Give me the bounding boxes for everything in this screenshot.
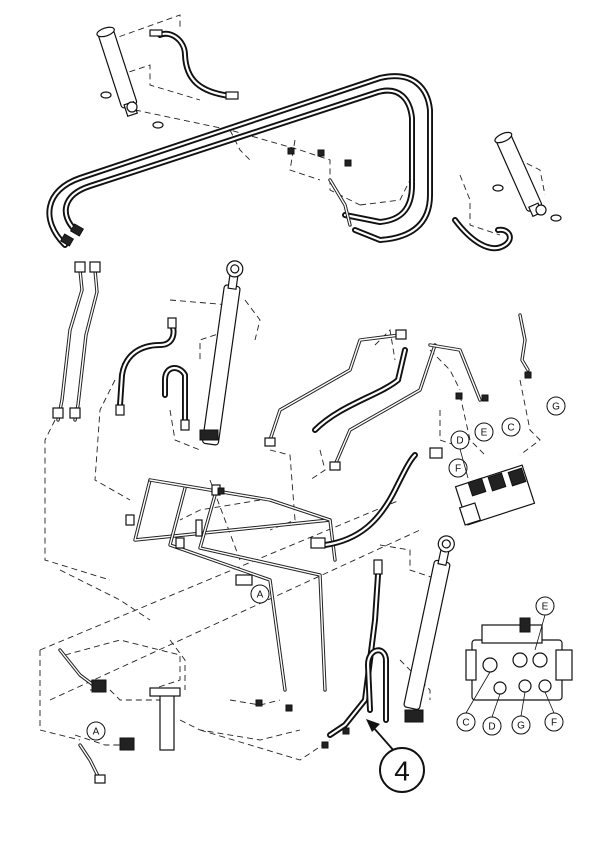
callout-g-valve: G: [511, 715, 531, 735]
callout-c-valve: C: [456, 712, 476, 732]
svg-text:D: D: [488, 722, 495, 733]
middle-left-hoses: [115, 317, 190, 431]
control-valve-lower: [465, 617, 573, 701]
cylinder-middle: [199, 260, 244, 446]
svg-text:C: C: [507, 423, 514, 434]
svg-text:F: F: [551, 718, 557, 729]
svg-text:E: E: [542, 602, 549, 613]
cylinder-lower-right: [403, 535, 455, 723]
dashed-connection-lines: [39, 14, 546, 761]
reference-arrow: [366, 719, 396, 753]
cylinder-top-left: [96, 26, 164, 129]
svg-text:D: D: [456, 436, 463, 447]
central-bracket-tubes: [125, 478, 337, 692]
callout-f-upper: F: [448, 458, 468, 478]
callout-e-upper: E: [474, 422, 494, 442]
callout-a-lower: A: [86, 721, 106, 741]
upper-hose-loop: [46, 73, 433, 248]
cylinder-top-right: [492, 131, 562, 222]
valve-leader-lines: [459, 448, 555, 718]
callout-d-upper: D: [450, 430, 470, 450]
left-steel-tubes: [52, 261, 101, 422]
callout-f-valve: F: [544, 712, 564, 732]
svg-text:E: E: [481, 428, 488, 439]
middle-right-hoses: [310, 347, 443, 549]
hose-item-4: [327, 559, 389, 738]
svg-text:A: A: [93, 727, 100, 738]
callout-e-valve: E: [535, 596, 555, 616]
lower-left-bracket: [58, 574, 253, 784]
svg-text:C: C: [462, 718, 469, 729]
svg-text:A: A: [257, 590, 264, 601]
svg-text:4: 4: [394, 756, 410, 787]
callout-g-upper: G: [546, 396, 566, 416]
callout-c-upper: C: [501, 417, 521, 437]
svg-text:G: G: [552, 402, 560, 413]
reference-number-4: 4: [379, 747, 425, 793]
callout-a-middle: A: [250, 584, 270, 604]
control-valve-upper: [454, 464, 536, 526]
upper-left-s-hose: [149, 29, 239, 100]
svg-text:F: F: [455, 464, 461, 475]
callout-d-valve: D: [482, 716, 502, 736]
svg-text:G: G: [517, 721, 525, 732]
small-fittings: [217, 147, 532, 749]
middle-right-tubes: [264, 313, 530, 471]
upper-right-hose: [328, 178, 513, 252]
